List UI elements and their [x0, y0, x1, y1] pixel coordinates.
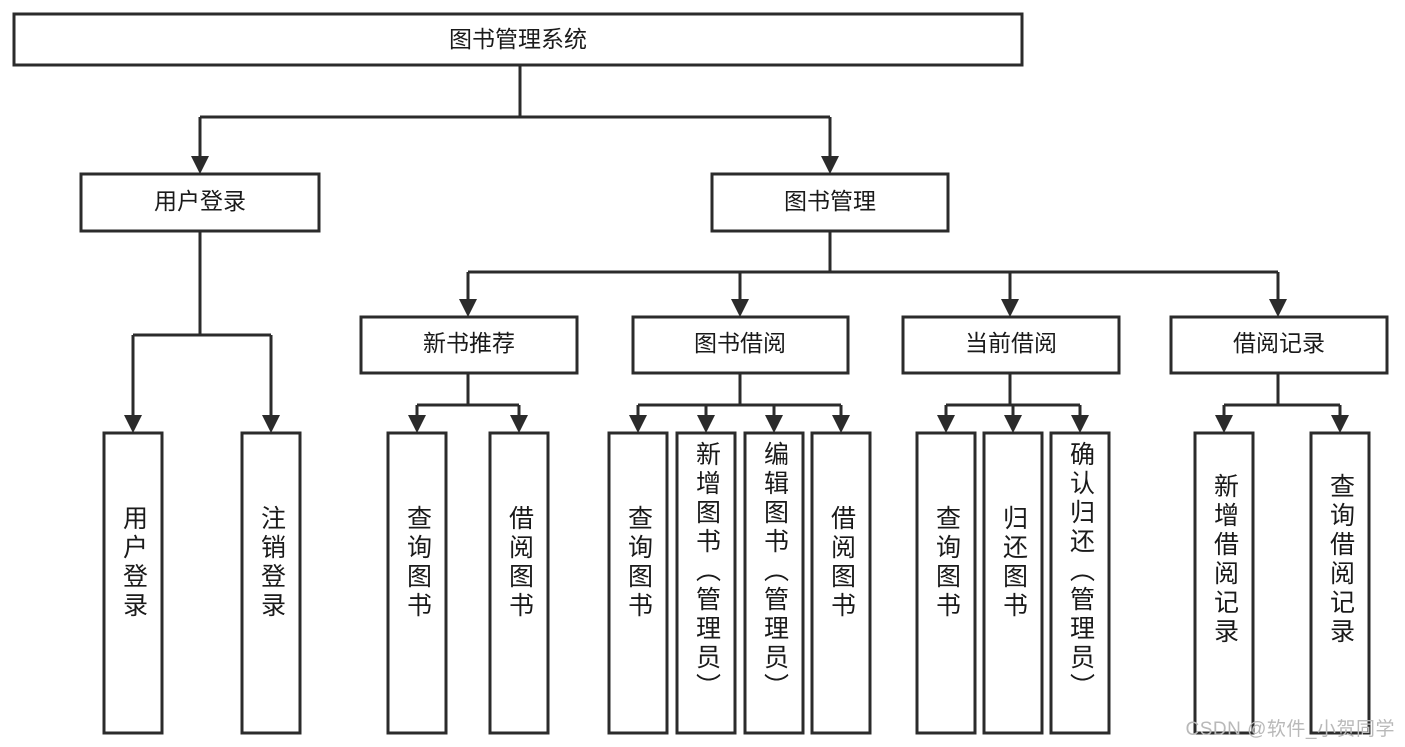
connector-layer: [124, 65, 1349, 433]
node-book-management-box[interactable]: [710, 172, 950, 233]
leaf-borrow-book-2-box[interactable]: [810, 431, 872, 735]
node-borrow-record-label: 借阅记录: [1233, 330, 1325, 356]
arrowhead-book-management: [821, 156, 839, 174]
leaf-logout-box[interactable]: [240, 431, 302, 735]
arrowhead-user-login: [191, 156, 209, 174]
leaf-add-record-box[interactable]: [1193, 431, 1255, 735]
node-new-book-recommend-box[interactable]: [359, 315, 579, 375]
node-book-borrow-box[interactable]: [631, 315, 850, 375]
csdn-watermark: CSDN @软件_小贺同学: [1185, 719, 1395, 740]
node-current-borrow-box[interactable]: [901, 315, 1121, 375]
node-root-label: 图书管理系统: [449, 26, 587, 52]
node-current-borrow-label: 当前借阅: [965, 330, 1057, 356]
arrowhead-leaf-query-book-1: [408, 415, 426, 433]
arrowhead-current-borrow: [1001, 299, 1019, 317]
arrowhead-new-book-recommend: [459, 299, 477, 317]
node-user-login-label: 用户登录: [154, 188, 246, 214]
arrowhead-leaf-borrow-book-2: [832, 415, 850, 433]
arrowhead-leaf-borrow-book-1: [510, 415, 528, 433]
node-user-login-box[interactable]: [79, 172, 321, 233]
arrowhead-borrow-record: [1269, 299, 1287, 317]
node-root-box[interactable]: [12, 12, 1024, 67]
leaf-return-book-box[interactable]: [982, 431, 1044, 735]
leaf-query-record-box[interactable]: [1309, 431, 1371, 735]
node-borrow-record-box[interactable]: [1169, 315, 1389, 375]
node-new-book-recommend-label: 新书推荐: [423, 330, 515, 356]
arrowhead-leaf-logout: [262, 415, 280, 433]
leaf-user-login-box[interactable]: [102, 431, 164, 735]
leaf-query-book-1-box[interactable]: [386, 431, 448, 735]
arrowhead-leaf-return-book: [1004, 415, 1022, 433]
arrowhead-leaf-query-book-2: [629, 415, 647, 433]
leaf-confirm-return-box[interactable]: [1049, 431, 1111, 735]
node-book-management-label: 图书管理: [784, 188, 876, 214]
leaf-edit-book-box[interactable]: [743, 431, 805, 735]
arrowhead-leaf-confirm-return: [1071, 415, 1089, 433]
leaf-query-book-3-box[interactable]: [915, 431, 977, 735]
arrowhead-leaf-edit-book: [765, 415, 783, 433]
arrowhead-book-borrow: [731, 299, 749, 317]
arrowhead-leaf-user-login: [124, 415, 142, 433]
arrowhead-leaf-add-record: [1215, 415, 1233, 433]
arrowhead-leaf-query-record: [1331, 415, 1349, 433]
leaf-borrow-book-1-box[interactable]: [488, 431, 550, 735]
leaf-add-book-box[interactable]: [675, 431, 737, 735]
node-layer: 图书管理系统 用户登录 图书管理 新书推荐 图书借阅 当前借阅 借阅记录: [12, 12, 1389, 735]
arrowhead-leaf-query-book-3: [937, 415, 955, 433]
arrowhead-leaf-add-book: [697, 415, 715, 433]
node-book-borrow-label: 图书借阅: [694, 330, 786, 356]
leaf-query-book-2-box[interactable]: [607, 431, 669, 735]
